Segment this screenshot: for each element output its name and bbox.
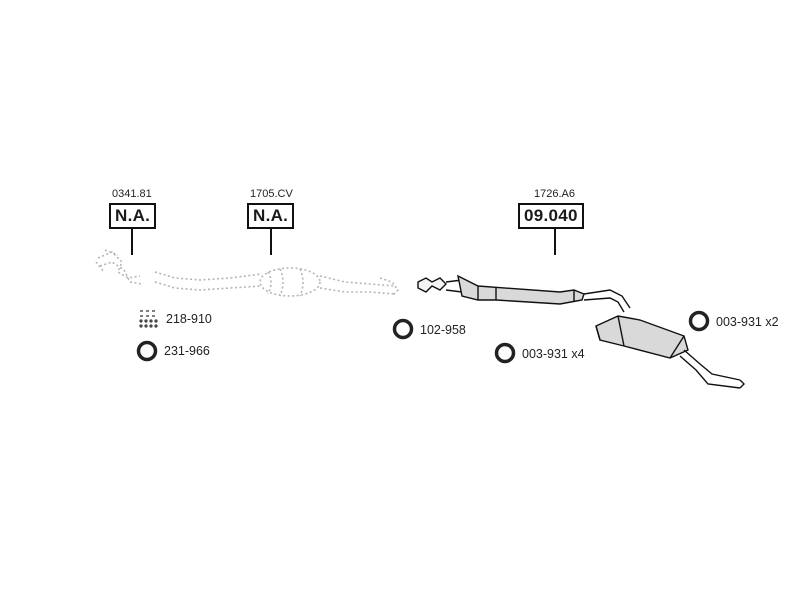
catalytic-converter-dotted xyxy=(154,267,400,297)
part-code-label: 1705.CV xyxy=(250,188,293,200)
clamp-kit-icon xyxy=(139,310,158,328)
part-label: 003-931 x2 xyxy=(716,315,779,329)
part-code-label: 1726.A6 xyxy=(534,188,575,200)
part-label: 231-966 xyxy=(164,344,210,358)
part-code-label: 0341.81 xyxy=(112,188,152,200)
ring-gasket-icon xyxy=(688,310,710,332)
part-label: 102-958 xyxy=(420,323,466,337)
middle-silencer xyxy=(417,274,631,313)
part-label: 218-910 xyxy=(166,312,212,326)
part-number-box[interactable]: 09.040 xyxy=(518,203,584,229)
ring-gasket-icon xyxy=(136,340,158,362)
part-label: 003-931 x4 xyxy=(522,347,585,361)
ring-gasket-icon xyxy=(494,342,516,364)
callout-leader-line xyxy=(270,229,272,255)
part-number-box[interactable]: N.A. xyxy=(247,203,295,229)
front-pipe-dotted xyxy=(95,249,143,285)
rear-silencer xyxy=(595,315,745,389)
part-number-box[interactable]: N.A. xyxy=(109,203,157,229)
callout-leader-line xyxy=(131,229,133,255)
ring-gasket-icon xyxy=(392,318,414,340)
callout-leader-line xyxy=(554,229,556,255)
